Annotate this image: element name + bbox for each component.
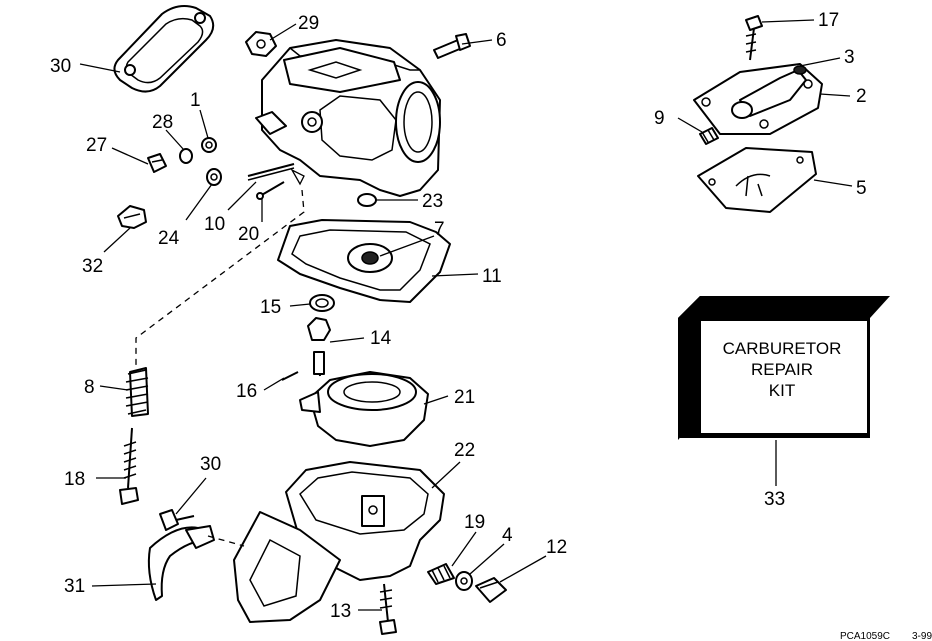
part-1-lockwasher	[201, 137, 217, 153]
part-15-oring	[309, 294, 335, 312]
kit-box-line-1: CARBURETOR	[723, 339, 842, 358]
callout-6: 6	[496, 30, 507, 51]
callout-2: 2	[856, 86, 867, 107]
part-20-screw	[256, 181, 285, 200]
part-5-gasket	[697, 147, 817, 213]
part-17-screw	[745, 15, 763, 61]
callout-16: 16	[236, 381, 257, 402]
callout-4: 4	[502, 525, 513, 546]
callout-11: 11	[482, 266, 502, 287]
callout-3: 3	[844, 47, 855, 68]
callout-31: 31	[64, 576, 85, 597]
leader-lines	[79, 19, 853, 611]
part-7-diaphragm	[347, 243, 393, 273]
part-33-kit-box: CARBURETOR REPAIR KIT	[678, 296, 890, 440]
part-13-screw	[379, 583, 397, 635]
callout-14: 14	[370, 328, 392, 349]
callout-10: 10	[204, 214, 225, 235]
carburetor-upper-body	[255, 39, 441, 197]
callout-labels: 30 29 6 1 28 27 24 10 20 32 23 7 11 15 1…	[50, 10, 867, 622]
part-14-valve-seat	[307, 317, 331, 377]
part-9-spring	[699, 127, 719, 145]
callout-21: 21	[454, 387, 475, 408]
part-8-spring	[125, 367, 149, 417]
callout-17: 17	[818, 10, 839, 31]
part-29-gasket-plate	[113, 5, 215, 93]
callout-8: 8	[84, 377, 95, 398]
kit-box-line-3: KIT	[769, 381, 795, 400]
dashed-assembly-line-needle	[135, 189, 305, 370]
callout-1: 1	[190, 90, 201, 111]
part-3-pump-piston	[731, 65, 807, 119]
callout-22: 22	[454, 440, 475, 461]
callout-15: 15	[260, 297, 281, 318]
callout-7: 7	[434, 219, 445, 240]
callout-30: 30	[200, 454, 221, 475]
callout-33: 33	[764, 489, 785, 510]
callout-27: 28	[152, 112, 173, 133]
part-18-needle-screw	[119, 427, 139, 505]
part-23-oring	[357, 193, 377, 207]
part-25-screw	[147, 153, 167, 173]
callout-9: 9	[654, 108, 665, 129]
part-21-float	[299, 371, 429, 447]
drawing-code: PCA1059C	[840, 631, 890, 641]
callout-12: 12	[546, 537, 567, 558]
part-6-screw	[433, 33, 471, 59]
callout-19: 19	[464, 512, 485, 533]
drawing-date: 3-99	[912, 631, 932, 641]
callout-5: 5	[856, 178, 867, 199]
callout-18: 18	[64, 469, 85, 490]
part-12-plug	[475, 577, 507, 603]
part-30-screw	[159, 509, 195, 531]
part-16-pin	[281, 371, 299, 381]
part-22-float-bowl	[233, 461, 445, 623]
callout-20: 20	[238, 224, 259, 245]
part-27-washer	[179, 148, 193, 164]
part-4-washer	[455, 571, 473, 591]
callout-32: 32	[82, 256, 103, 277]
callout-13: 13	[330, 601, 351, 622]
callout-23: 23	[422, 191, 443, 212]
part-28-nut	[245, 31, 277, 57]
part-24-washer	[206, 168, 222, 186]
part-32-plug	[117, 205, 147, 229]
callout-29: 30	[50, 56, 71, 77]
part-31-clamp	[147, 525, 215, 601]
part-10-pin	[247, 163, 295, 181]
part-19-screw	[427, 563, 455, 585]
kit-box-line-2: REPAIR	[751, 360, 813, 379]
callout-24: 24	[158, 228, 180, 249]
callout-28: 29	[298, 13, 319, 34]
callout-25: 27	[86, 135, 107, 156]
